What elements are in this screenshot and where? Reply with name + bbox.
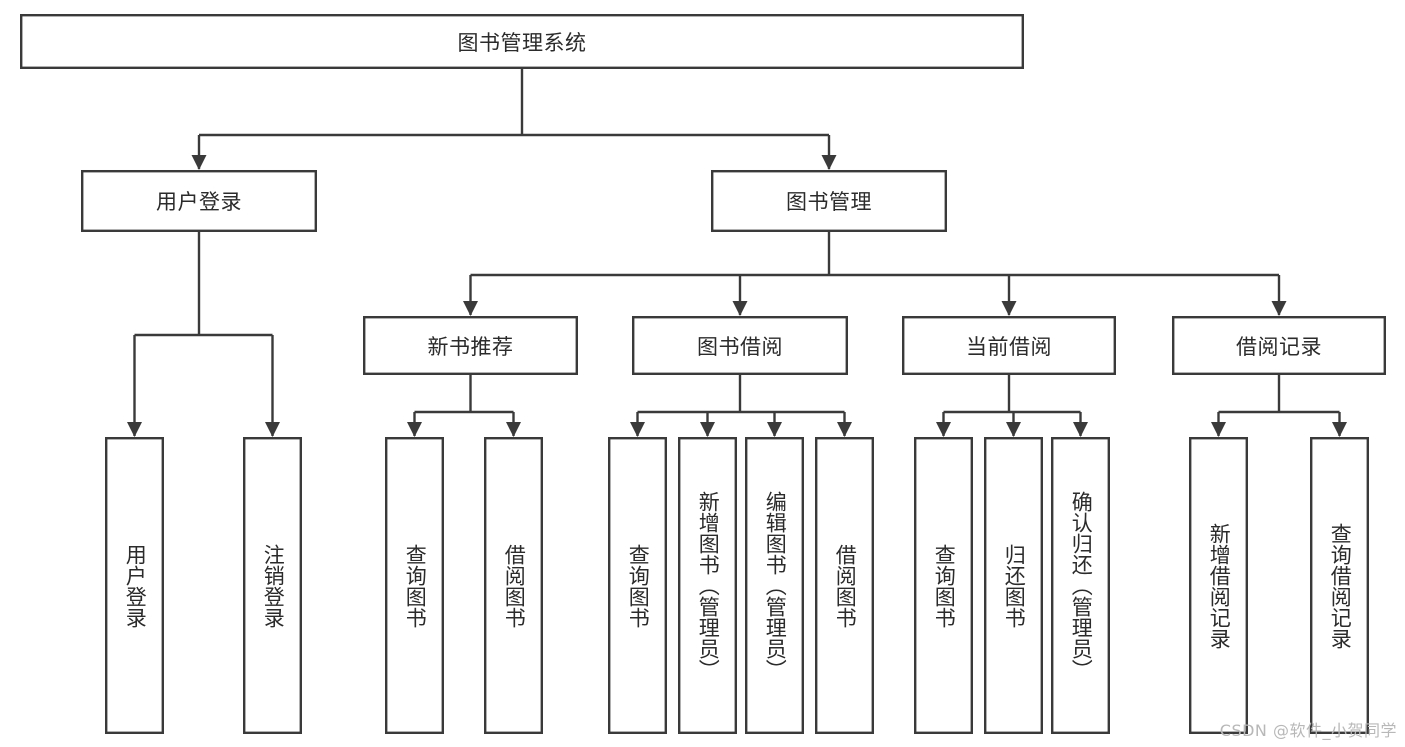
leaf-node-1[interactable] <box>242 437 302 735</box>
leaf-node-5[interactable] <box>678 437 738 735</box>
leaf-node-10[interactable] <box>1050 437 1110 735</box>
arrow-root-to-level2-0 <box>191 155 207 170</box>
level3-node-3[interactable] <box>1171 316 1386 376</box>
leaf-node-3[interactable] <box>484 437 544 735</box>
arrow-to-leaf-2-2 <box>767 422 782 437</box>
arrow-to-leaf-4-0 <box>1211 422 1226 437</box>
level3-node-0[interactable] <box>363 316 579 376</box>
level2-node-1[interactable] <box>711 169 948 232</box>
arrow-to-leaf-4-1 <box>1332 422 1347 437</box>
leaf-node-4[interactable] <box>608 437 668 735</box>
arrow-to-leaf-3-2 <box>1073 422 1088 437</box>
arrow-level2-to-level3-3 <box>1271 301 1287 316</box>
arrow-root-to-level2-1 <box>821 155 837 170</box>
arrow-to-leaf-0-1 <box>265 422 280 437</box>
leaf-node-6[interactable] <box>745 437 805 735</box>
arrow-to-leaf-1-1 <box>506 422 521 437</box>
leaf-node-0[interactable] <box>104 437 164 735</box>
leaf-node-7[interactable] <box>815 437 875 735</box>
arrow-level2-to-level3-1 <box>732 301 748 316</box>
leaf-node-11[interactable] <box>1188 437 1248 735</box>
level3-node-2[interactable] <box>902 316 1117 376</box>
level2-node-0[interactable] <box>80 169 318 232</box>
leaf-node-12[interactable] <box>1309 437 1369 735</box>
arrow-level2-to-level3-2 <box>1001 301 1017 316</box>
arrow-to-leaf-2-0 <box>630 422 645 437</box>
leaf-node-9[interactable] <box>984 437 1044 735</box>
arrow-to-leaf-3-0 <box>936 422 951 437</box>
root-node-book-management-system[interactable] <box>20 13 1024 69</box>
arrow-level2-to-level3-0 <box>463 301 478 316</box>
arrow-to-leaf-2-1 <box>700 422 715 437</box>
leaf-node-2[interactable] <box>385 437 445 735</box>
arrow-to-leaf-3-1 <box>1006 422 1021 437</box>
leaf-node-8[interactable] <box>914 437 974 735</box>
arrow-to-leaf-0-0 <box>127 422 142 437</box>
level3-node-1[interactable] <box>632 316 849 376</box>
arrow-to-leaf-2-3 <box>837 422 852 437</box>
arrow-to-leaf-1-0 <box>407 422 422 437</box>
